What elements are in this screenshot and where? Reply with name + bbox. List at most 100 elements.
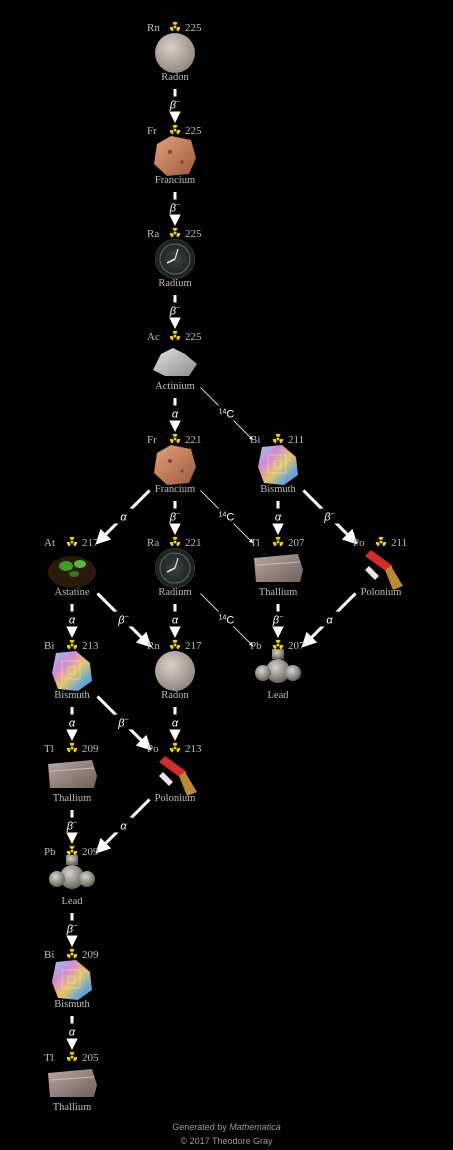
decay-label-base: α — [120, 821, 127, 833]
clock-hand-icon — [166, 258, 176, 264]
element-name: Lead — [268, 690, 290, 701]
element-name: Thallium — [259, 587, 298, 598]
decay-arrow-bi213-po213: β− — [96, 695, 152, 751]
radium-image-icon — [155, 548, 195, 588]
radiation-blade-icon — [169, 542, 174, 547]
radiation-blade-icon — [66, 954, 71, 959]
element-name: Francium — [155, 175, 195, 186]
francium-rock-icon — [154, 445, 196, 485]
radiation-blade-icon — [172, 330, 178, 335]
thallium-bar-icon — [254, 554, 303, 582]
radiation-blade-icon — [172, 536, 178, 541]
radiation-blade-icon — [169, 233, 174, 238]
decay-label: β− — [117, 614, 128, 627]
element-symbol: Po — [353, 537, 365, 549]
bar-edge-icon — [49, 767, 95, 772]
mass-number: 211 — [288, 434, 304, 446]
radiation-icon — [66, 742, 78, 753]
polonium-holder-icon — [179, 772, 197, 796]
polonium-image-icon — [159, 756, 197, 796]
radiation-blade-icon — [169, 645, 174, 650]
element-symbol: Ra — [147, 537, 159, 549]
rock-speck-icon — [168, 150, 172, 154]
decay-label-base: β — [169, 306, 177, 318]
radiation-blade-icon — [176, 233, 181, 238]
decay-label-base: C — [226, 615, 234, 627]
radiation-blade-icon — [69, 948, 75, 953]
decay-label-base: α — [120, 512, 127, 524]
radiation-blade-icon — [169, 130, 174, 135]
element-name: Bismuth — [54, 999, 90, 1010]
clock-dial-icon — [159, 552, 191, 584]
element-name: Francium — [155, 484, 195, 495]
arrow-label-bg — [114, 714, 133, 730]
thallium-bar-icon — [48, 1069, 97, 1097]
radiation-center-icon — [173, 25, 177, 29]
radon-image-icon — [155, 651, 195, 691]
element-name: Bismuth — [54, 690, 90, 701]
element-symbol: Bi — [250, 434, 260, 446]
radiation-icon — [169, 124, 181, 135]
radiation-center-icon — [379, 540, 383, 544]
decay-label-sup: − — [176, 511, 180, 518]
thallium-image-icon — [48, 760, 97, 788]
element-symbol: Ra — [147, 228, 159, 240]
radiation-blade-icon — [169, 748, 174, 753]
decay-label-base: C — [226, 512, 234, 524]
decay-label-base: β — [323, 512, 331, 524]
footer-prefix: Generated by — [172, 1122, 230, 1132]
polonium-cap-icon — [159, 772, 173, 786]
element-name: Radon — [161, 690, 189, 701]
decay-label: α — [172, 718, 179, 730]
radiation-blade-icon — [382, 542, 387, 547]
radiation-center-icon — [70, 643, 74, 647]
bismuth-image-icon — [52, 651, 92, 691]
radiation-icon — [66, 639, 78, 650]
arrow-label-bg — [166, 714, 184, 730]
arrow-label-bg — [63, 1023, 81, 1039]
crystal-step-icon — [267, 454, 287, 474]
decay-arrow-tl209-pb209: β− — [63, 810, 81, 844]
radiation-blade-icon — [176, 130, 181, 135]
radiation-center-icon — [173, 643, 177, 647]
radiation-blade-icon — [66, 645, 71, 650]
arrow-label-bg — [63, 920, 81, 936]
radiation-blade-icon — [272, 542, 277, 547]
element-symbol: Bi — [44, 640, 54, 652]
decay-label-sup: − — [125, 717, 129, 724]
bar-edge-icon — [255, 561, 301, 566]
radiation-blade-icon — [172, 227, 178, 232]
arrow-label-bg — [166, 611, 184, 627]
element-symbol: Po — [147, 743, 159, 755]
radiation-center-icon — [173, 334, 177, 338]
radiation-center-icon — [70, 849, 74, 853]
radiation-icon — [169, 536, 181, 547]
radiation-blade-icon — [169, 27, 174, 32]
decay-arrow-at217-rn217: β− — [96, 592, 152, 648]
element-symbol: Rn — [147, 22, 160, 34]
lead-port-icon — [272, 649, 284, 659]
radiation-blade-icon — [275, 433, 281, 438]
radiation-blade-icon — [66, 748, 71, 753]
arrow-label-bg — [166, 508, 184, 524]
decay-arrow-bi211-tl207: α — [269, 501, 287, 535]
clock-dial-icon — [159, 243, 191, 275]
radiation-blade-icon — [66, 1057, 71, 1062]
radiation-blade-icon — [279, 542, 284, 547]
radiation-blade-icon — [66, 542, 71, 547]
lead-port-icon — [79, 871, 95, 887]
francium-image-icon — [154, 136, 196, 176]
footer-copyright: © 2017 Theodore Gray — [180, 1136, 273, 1146]
decay-label-sup: 14 — [219, 615, 227, 622]
arrow-label-bg — [166, 199, 184, 215]
arrow-label-bg — [320, 611, 339, 627]
decay-label-base: β — [117, 615, 125, 627]
